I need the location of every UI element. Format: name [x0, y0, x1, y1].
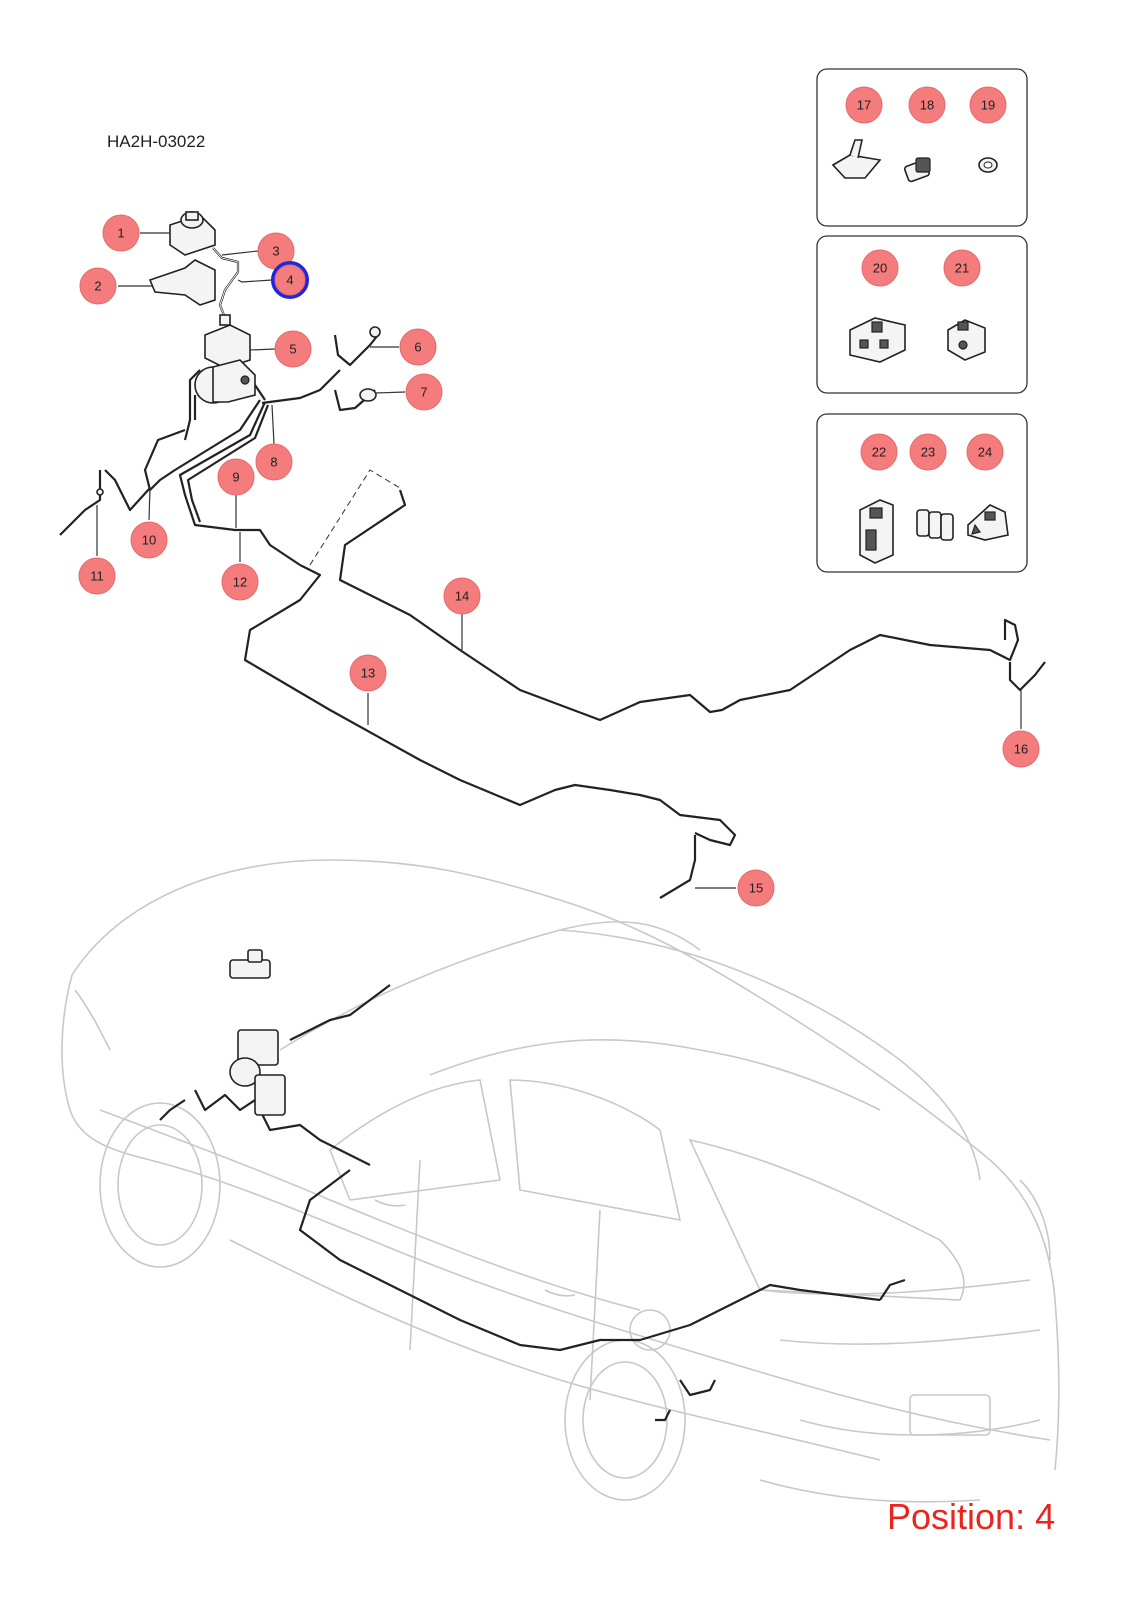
- callout-4[interactable]: 4: [271, 261, 309, 299]
- callout-label: 16: [1014, 742, 1028, 757]
- callout-circle: [78, 557, 116, 595]
- callout-label: 13: [361, 666, 375, 681]
- callout-6[interactable]: 6: [399, 328, 437, 366]
- callout-circle: [217, 458, 255, 496]
- front-brake-lines: [104, 369, 341, 566]
- callout-label: 15: [749, 881, 763, 896]
- callout-circle: [130, 521, 168, 559]
- callout-circle: [349, 654, 387, 692]
- abs-unit-on-car: [229, 949, 286, 1116]
- callout-label: 20: [873, 261, 887, 276]
- callout-10[interactable]: 10: [130, 521, 168, 559]
- position-label: Position: 4: [887, 1496, 1056, 1537]
- callout-label: 11: [90, 569, 104, 584]
- master-cylinder-part: [194, 324, 266, 404]
- callout-20[interactable]: 20: [861, 249, 899, 287]
- callout-circle: [274, 330, 312, 368]
- callout-label: 19: [981, 98, 995, 113]
- callout-1[interactable]: 1: [102, 214, 140, 252]
- callout-label: 24: [978, 445, 992, 460]
- callout-circle: [399, 328, 437, 366]
- callout-label: 14: [455, 589, 469, 604]
- callout-label: 10: [142, 533, 156, 548]
- callout-label: 2: [94, 279, 101, 294]
- callout-circle: [737, 869, 775, 907]
- callout-19[interactable]: 19: [969, 86, 1007, 124]
- callout-label: 23: [921, 445, 935, 460]
- callout-circle: [966, 433, 1004, 471]
- callout-21[interactable]: 21: [943, 249, 981, 287]
- reservoir-hose: [212, 247, 240, 326]
- callout-label: 12: [233, 575, 247, 590]
- front-left-hose: [59, 470, 104, 536]
- callout-label: 6: [414, 340, 421, 355]
- callout-13[interactable]: 13: [349, 654, 387, 692]
- callout-circle: [221, 563, 259, 601]
- callout-circle: [274, 264, 306, 296]
- callout-14[interactable]: 14: [443, 577, 481, 615]
- callout-label: 8: [270, 455, 277, 470]
- callout-circle: [1002, 730, 1040, 768]
- callout-8[interactable]: 8: [255, 443, 293, 481]
- rear-line-13: [243, 564, 737, 899]
- callout-circle: [909, 433, 947, 471]
- callout-16[interactable]: 16: [1002, 730, 1040, 768]
- callout-circle: [405, 373, 443, 411]
- callout-label: 22: [872, 445, 886, 460]
- callout-11[interactable]: 11: [78, 557, 116, 595]
- guide-line: [309, 469, 401, 566]
- callout-24[interactable]: 24: [966, 433, 1004, 471]
- callout-circle: [943, 249, 981, 287]
- callout-label: 17: [857, 98, 871, 113]
- callout-label: 18: [920, 98, 934, 113]
- callout-label: 7: [420, 385, 427, 400]
- callout-circle: [79, 267, 117, 305]
- callout-22[interactable]: 22: [860, 433, 898, 471]
- callout-label: 4: [286, 273, 293, 288]
- callout-circle: [845, 86, 883, 124]
- callout-circle: [860, 433, 898, 471]
- callout-label: 5: [289, 342, 296, 357]
- brake-lines-on-car: [159, 984, 906, 1422]
- selected-highlight-ring: [271, 261, 309, 299]
- callout-18[interactable]: 18: [908, 86, 946, 124]
- front-right-hose: [333, 326, 381, 412]
- callout-label: 1: [117, 226, 124, 241]
- callout-label: 9: [232, 470, 239, 485]
- diagram-code: HA2H-03022: [107, 132, 206, 151]
- callout-2[interactable]: 2: [79, 267, 117, 305]
- callout-9[interactable]: 9: [217, 458, 255, 496]
- callout-23[interactable]: 23: [909, 433, 947, 471]
- callout-7[interactable]: 7: [405, 373, 443, 411]
- callout-label: 21: [955, 261, 969, 276]
- rear-line-14: [338, 489, 1046, 722]
- callout-circle: [969, 86, 1007, 124]
- callout-circle: [255, 443, 293, 481]
- bracket-part: [148, 259, 216, 306]
- panel-clips-a: [816, 235, 1028, 394]
- callout-circle: [443, 577, 481, 615]
- callout-12[interactable]: 12: [221, 563, 259, 601]
- reservoir-part: [169, 211, 216, 256]
- callout-5[interactable]: 5: [274, 330, 312, 368]
- callout-circle: [102, 214, 140, 252]
- callout-label: 3: [272, 244, 279, 259]
- callout-circle: [908, 86, 946, 124]
- callout-circle: [861, 249, 899, 287]
- car-outline: [61, 859, 1060, 1503]
- callout-15[interactable]: 15: [737, 869, 775, 907]
- callout-17[interactable]: 17: [845, 86, 883, 124]
